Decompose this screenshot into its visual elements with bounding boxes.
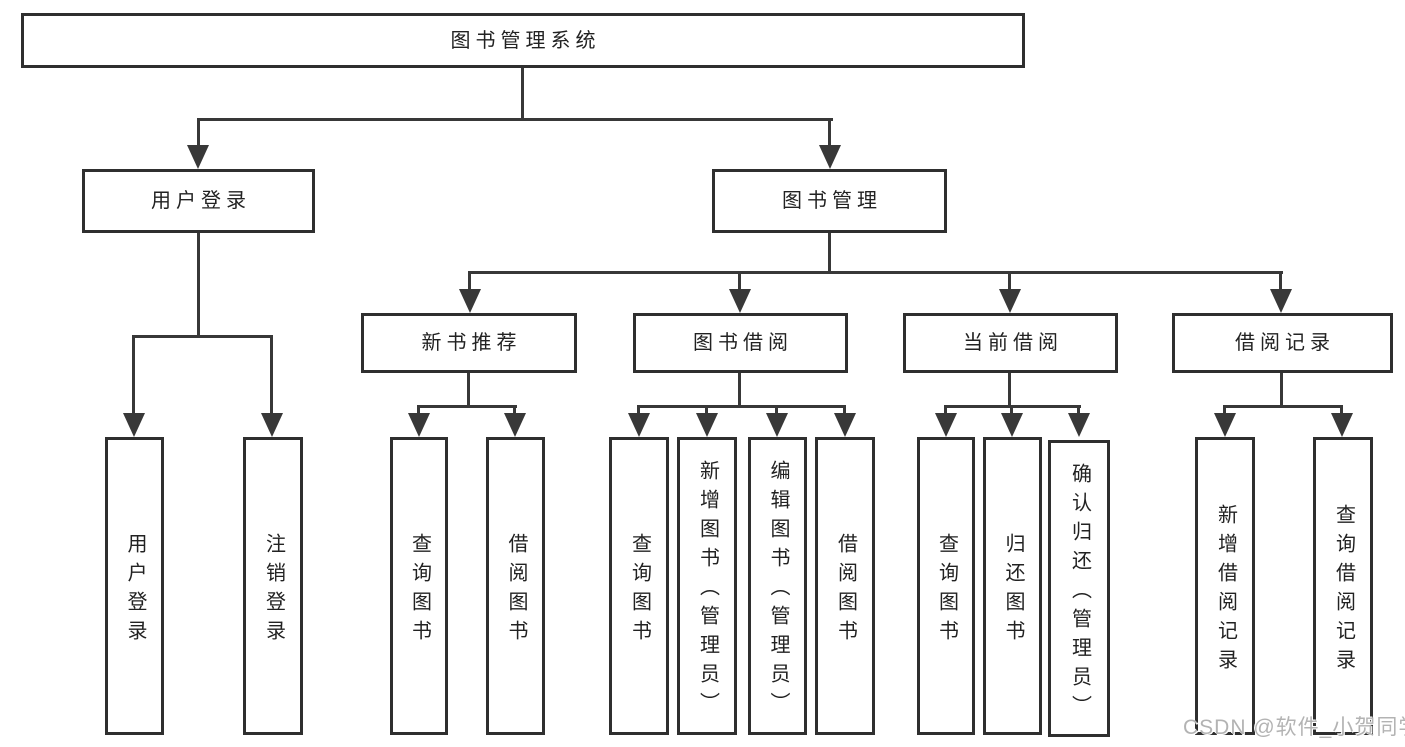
arrow-down-icon bbox=[459, 289, 481, 313]
node-label: 图书管理系统 bbox=[450, 29, 601, 52]
connector-drop bbox=[1077, 405, 1080, 415]
node-book-management: 图书管理 bbox=[712, 169, 947, 233]
arrow-down-icon bbox=[999, 289, 1021, 313]
connector-drop bbox=[738, 271, 741, 291]
node-user-login: 用户登录 bbox=[82, 169, 315, 233]
connector-stem bbox=[467, 373, 470, 405]
arrow-down-icon bbox=[935, 413, 957, 437]
arrow-down-icon bbox=[408, 413, 430, 437]
leaf-borrow-books: 借阅图书 bbox=[486, 437, 545, 735]
connector-bar bbox=[468, 271, 1283, 274]
connector-drop bbox=[270, 335, 273, 415]
csdn-watermark: CSDN @软件_小贺同学 bbox=[1183, 716, 1405, 739]
leaf-query-books: 查询图书 bbox=[917, 437, 975, 735]
node-current-borrow: 当前借阅 bbox=[903, 313, 1118, 373]
leaf-label: 用户登录 bbox=[124, 532, 146, 649]
connector-drop bbox=[197, 118, 200, 147]
connector-drop bbox=[944, 405, 947, 415]
connector-stem bbox=[1280, 373, 1283, 405]
arrow-down-icon bbox=[766, 413, 788, 437]
leaf-add-borrow-record: 新增借阅记录 bbox=[1195, 437, 1255, 735]
leaf-query-books: 查询图书 bbox=[390, 437, 448, 735]
arrow-down-icon bbox=[628, 413, 650, 437]
leaf-label: 借阅图书 bbox=[834, 532, 857, 649]
node-book-borrow: 图书借阅 bbox=[633, 313, 848, 373]
leaf-label: 新增图书（管理员） bbox=[696, 460, 719, 721]
connector-stem bbox=[738, 373, 741, 405]
node-library-management-system: 图书管理系统 bbox=[21, 13, 1025, 68]
connector-drop bbox=[513, 405, 516, 415]
leaf-confirm-return-admin: 确认归还（管理员） bbox=[1048, 440, 1110, 737]
arrow-down-icon bbox=[1331, 413, 1353, 437]
connector-drop bbox=[637, 405, 640, 415]
leaf-label: 注销登录 bbox=[262, 532, 285, 649]
connector-drop bbox=[1223, 405, 1226, 415]
node-label: 新书推荐 bbox=[421, 332, 522, 354]
connector-drop bbox=[1008, 271, 1011, 291]
arrow-down-icon bbox=[123, 413, 145, 437]
connector-bar bbox=[1223, 405, 1343, 408]
arrow-down-icon bbox=[729, 289, 751, 313]
connector-drop bbox=[828, 118, 831, 147]
arrow-down-icon bbox=[819, 145, 841, 169]
connector-drop bbox=[417, 405, 420, 415]
connector-bar bbox=[417, 405, 517, 408]
arrow-down-icon bbox=[1001, 413, 1023, 437]
connector-drop bbox=[468, 271, 471, 291]
leaf-label: 查询图书 bbox=[628, 532, 651, 649]
leaf-add-books-admin: 新增图书（管理员） bbox=[677, 437, 737, 735]
connector-drop bbox=[132, 335, 135, 415]
leaf-label: 确认归还（管理员） bbox=[1068, 462, 1091, 724]
connector-drop bbox=[1279, 271, 1282, 291]
connector-stem bbox=[1008, 373, 1011, 405]
arrow-down-icon bbox=[1214, 413, 1236, 437]
node-label: 借阅记录 bbox=[1235, 332, 1335, 354]
leaf-query-books: 查询图书 bbox=[609, 437, 669, 735]
leaf-edit-books-admin: 编辑图书（管理员） bbox=[748, 437, 807, 735]
connector-stem bbox=[828, 233, 831, 271]
connector-drop bbox=[843, 405, 846, 415]
leaf-borrow-books: 借阅图书 bbox=[815, 437, 875, 735]
arrow-down-icon bbox=[834, 413, 856, 437]
leaf-query-borrow-record: 查询借阅记录 bbox=[1313, 437, 1373, 735]
arrow-down-icon bbox=[187, 145, 209, 169]
node-label: 用户登录 bbox=[151, 190, 251, 212]
connector-drop bbox=[1340, 405, 1343, 415]
connector-drop bbox=[705, 405, 708, 415]
leaf-label: 查询借阅记录 bbox=[1332, 503, 1355, 678]
leaf-return-books: 归还图书 bbox=[983, 437, 1042, 735]
connector-drop bbox=[775, 405, 778, 415]
connector-root-bar bbox=[197, 118, 833, 121]
node-borrow-records: 借阅记录 bbox=[1172, 313, 1393, 373]
leaf-label: 编辑图书（管理员） bbox=[767, 460, 789, 721]
leaf-label: 查询图书 bbox=[935, 532, 958, 649]
node-label: 图书借阅 bbox=[693, 332, 793, 354]
node-label: 图书管理 bbox=[782, 190, 882, 212]
connector-stem bbox=[197, 233, 200, 335]
connector-drop bbox=[1010, 405, 1013, 415]
leaf-label: 查询图书 bbox=[408, 532, 431, 649]
leaf-user-login: 用户登录 bbox=[105, 437, 164, 735]
arrow-down-icon bbox=[1068, 413, 1090, 437]
arrow-down-icon bbox=[504, 413, 526, 437]
leaf-label: 新增借阅记录 bbox=[1214, 503, 1237, 678]
leaf-logout: 注销登录 bbox=[243, 437, 303, 735]
connector-root-stem bbox=[521, 68, 524, 118]
node-label: 当前借阅 bbox=[963, 332, 1063, 354]
leaf-label: 归还图书 bbox=[1002, 532, 1024, 649]
leaf-label: 借阅图书 bbox=[505, 532, 527, 649]
arrow-down-icon bbox=[696, 413, 718, 437]
arrow-down-icon bbox=[261, 413, 283, 437]
arrow-down-icon bbox=[1270, 289, 1292, 313]
connector-bar bbox=[132, 335, 273, 338]
connector-bar bbox=[637, 405, 846, 408]
node-new-book-recommend: 新书推荐 bbox=[361, 313, 577, 373]
